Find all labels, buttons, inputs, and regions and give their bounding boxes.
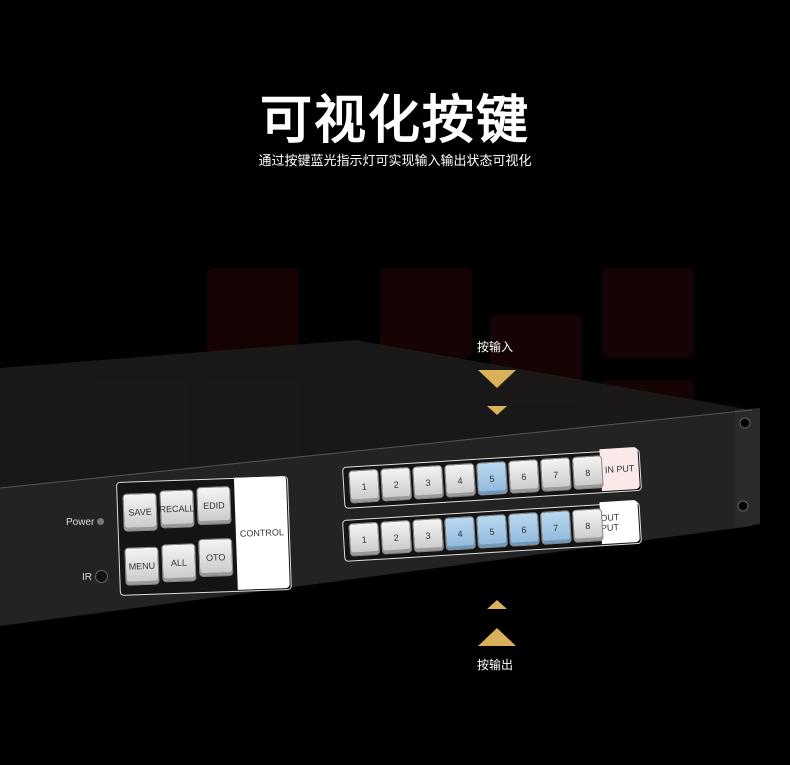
background-square: [602, 268, 694, 358]
input-button-6[interactable]: 6: [507, 459, 540, 494]
output-button-8[interactable]: 8: [571, 508, 604, 543]
input-button-7[interactable]: 7: [539, 457, 572, 492]
power-label: Power: [66, 517, 95, 528]
arrow-up-large-icon: [478, 628, 516, 646]
output-button-7[interactable]: 7: [539, 510, 572, 545]
output-annotation: 按输出: [477, 658, 514, 672]
page-subtitle: 通过按键蓝光指示灯可实现输入输出状态可视化: [258, 154, 532, 169]
recall-button[interactable]: RECALL: [159, 489, 195, 529]
arrow-up-small-icon: [487, 600, 507, 609]
input-button-2[interactable]: 2: [380, 466, 413, 502]
page-title: 可视化按键: [259, 91, 530, 151]
input-button-4[interactable]: 4: [444, 462, 477, 498]
ir-label: IR: [82, 572, 92, 583]
ir-sensor-icon: [95, 570, 108, 583]
edid-button[interactable]: EDID: [196, 486, 232, 526]
oto-button[interactable]: OTO: [198, 537, 234, 578]
background-square: [207, 268, 299, 358]
output-button-6[interactable]: 6: [507, 512, 540, 547]
output-label: OUT PUT: [599, 499, 640, 545]
input-annotation: 按输入: [477, 340, 514, 354]
output-button-4[interactable]: 4: [444, 515, 477, 551]
input-button-1[interactable]: 1: [348, 468, 381, 504]
output-button-2[interactable]: 2: [380, 519, 413, 555]
arrow-down-small-icon: [487, 406, 507, 415]
input-button-8[interactable]: 8: [571, 455, 604, 490]
input-label: IN PUT: [599, 446, 640, 492]
all-button[interactable]: ALL: [161, 543, 197, 583]
save-button[interactable]: SAVE: [122, 492, 158, 532]
control-label: CONTROL: [233, 476, 290, 590]
arrow-down-large-icon: [478, 370, 516, 388]
power-led-icon: [97, 518, 104, 525]
background-square: [380, 268, 472, 358]
output-button-3[interactable]: 3: [412, 517, 445, 553]
output-button-5[interactable]: 5: [475, 513, 508, 549]
input-button-5[interactable]: 5: [475, 460, 508, 496]
input-button-3[interactable]: 3: [412, 464, 445, 500]
output-button-1[interactable]: 1: [348, 521, 381, 557]
menu-button[interactable]: MENU: [124, 546, 160, 586]
